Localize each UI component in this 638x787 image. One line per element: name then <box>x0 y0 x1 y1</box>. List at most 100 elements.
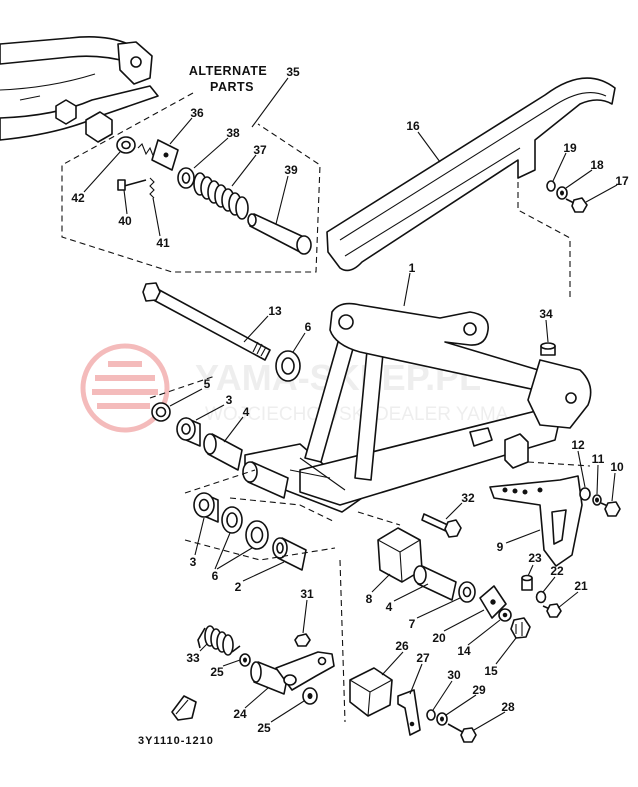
swingarm-upper-arm <box>329 302 546 393</box>
pin-39-tip <box>247 213 257 227</box>
callout-31: 31 <box>300 587 314 601</box>
cap-34-top <box>540 342 556 350</box>
part-12-washer <box>579 487 591 501</box>
leader-41 <box>152 197 161 237</box>
washer-25-upper-hole <box>243 657 247 663</box>
leader-40 <box>123 189 128 215</box>
part-9-bracket <box>489 475 583 567</box>
bracket-36-hole <box>163 152 169 158</box>
leader-38 <box>193 137 229 169</box>
callout-6-upper: 6 <box>305 320 312 334</box>
spring-33-hook <box>197 627 241 653</box>
leader-12 <box>577 450 586 488</box>
leader-4-upper <box>223 416 244 443</box>
bracket-9-hole <box>512 488 518 494</box>
callout-14: 14 <box>457 644 471 658</box>
leader-1 <box>403 272 411 307</box>
part-18-washer <box>556 186 568 200</box>
callout-30: 30 <box>447 668 461 682</box>
arm-24-lever-hole <box>317 656 327 666</box>
callout-4-upper: 4 <box>243 405 250 419</box>
leader-16 <box>417 131 441 163</box>
leader-35 <box>251 77 289 128</box>
leader-13 <box>243 315 269 343</box>
part-33-spring <box>197 625 241 656</box>
chain-guard-outline <box>326 77 616 272</box>
callout-4-lower: 4 <box>386 600 393 614</box>
watermark-logo <box>80 343 170 433</box>
chain-guard-flange <box>339 92 607 241</box>
bolt-10-head <box>604 501 621 517</box>
leader-26 <box>381 651 404 676</box>
callout-40: 40 <box>118 214 132 228</box>
frame-tube-lower <box>0 85 159 141</box>
part-15-nut <box>510 617 531 639</box>
washer-22 <box>535 590 547 604</box>
swingarm-tab <box>469 427 493 447</box>
leader-39 <box>275 175 289 225</box>
small-bracket <box>171 695 197 721</box>
callout-36: 36 <box>190 106 204 120</box>
part-32-bolt <box>421 513 462 538</box>
callout-38: 38 <box>226 126 240 140</box>
leader-11 <box>596 464 599 495</box>
callout-11: 11 <box>592 452 605 466</box>
bracket-27-hole <box>409 721 415 727</box>
leader-18 <box>565 169 593 189</box>
part-41-pin <box>149 177 155 199</box>
part-10-bolt <box>600 501 621 517</box>
callout-39: 39 <box>284 163 298 177</box>
part-39-pin <box>247 213 312 255</box>
washer-18-hole <box>560 190 564 196</box>
nut-15-flats <box>515 622 523 636</box>
part-7-ring <box>458 581 476 603</box>
washer-30 <box>426 709 436 721</box>
callout-7: 7 <box>409 617 416 631</box>
leader-42 <box>83 151 121 193</box>
leader-14 <box>467 619 501 646</box>
pivot-shaft-thread <box>252 341 267 357</box>
callout-6-lower: 6 <box>212 569 219 583</box>
alignment-line <box>339 559 346 723</box>
arm-24-pivot <box>283 674 297 686</box>
leader-29 <box>445 694 477 716</box>
part-21-bolt <box>542 603 562 618</box>
callout-33: 33 <box>186 651 200 665</box>
alignment-line <box>184 539 336 561</box>
alternate-parts-title-line1: ALTERNATE <box>189 64 267 78</box>
bracket-27 <box>397 689 421 736</box>
bushing-4-face <box>203 433 217 455</box>
swingarm-shock-mount-hole <box>463 322 477 336</box>
part-13-pivot-shaft <box>142 282 271 361</box>
callout-8: 8 <box>366 592 373 606</box>
part-6-seal-upper <box>275 350 301 382</box>
callout-34: 34 <box>539 307 553 321</box>
callout-3-lower: 3 <box>190 555 197 569</box>
part-17-bolt <box>565 197 588 213</box>
leader-3-upper <box>195 404 225 421</box>
part-42-nut <box>116 136 136 154</box>
leader-25-upper <box>222 659 241 667</box>
leader-33 <box>199 643 208 652</box>
leader-20 <box>443 609 485 632</box>
part-24-arm <box>250 651 335 695</box>
callout-28: 28 <box>501 700 515 714</box>
ring-38-hole <box>181 172 191 184</box>
pivot-shaft-rod <box>147 285 271 361</box>
frame-bracket-hole <box>130 56 142 68</box>
leader-21 <box>557 591 579 609</box>
diagram-code: 3Y1110-1210 <box>138 735 214 747</box>
callout-35: 35 <box>286 65 300 79</box>
alignment-line <box>527 461 591 467</box>
leader-lines <box>83 77 618 731</box>
part-5-washer <box>151 402 171 422</box>
leader-2 <box>242 561 285 582</box>
part-26-block <box>349 667 393 717</box>
bolt-23-top <box>521 574 533 582</box>
leader-15 <box>495 637 517 665</box>
alternate-parts-title-line2: PARTS <box>210 80 254 94</box>
leader-4-lower <box>393 583 429 602</box>
callout-5: 5 <box>204 377 211 391</box>
washer-19 <box>546 180 556 192</box>
callout-20: 20 <box>432 631 446 645</box>
